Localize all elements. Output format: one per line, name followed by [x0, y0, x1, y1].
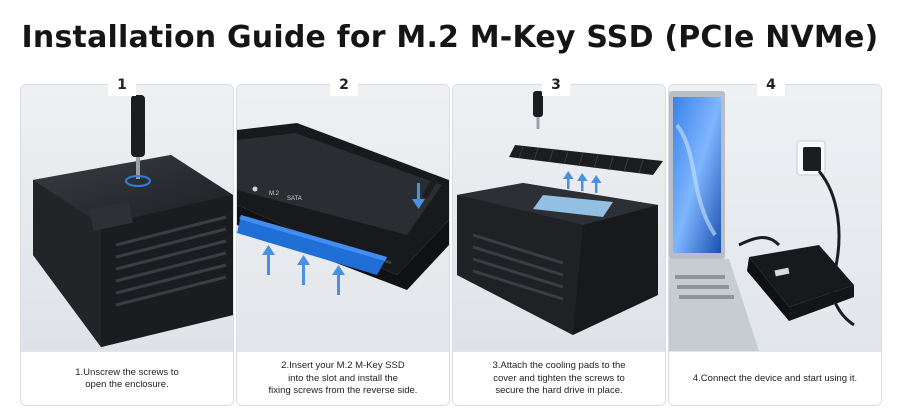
cooling-pad	[533, 195, 613, 217]
page-title: Installation Guide for M.2 M-Key SSD (PC…	[21, 20, 879, 55]
step-number-4: 4	[757, 74, 785, 96]
enclosure	[457, 183, 658, 335]
step-number-2: 2	[330, 74, 358, 96]
enclosure	[747, 245, 854, 321]
slot-label-m2: M.2	[269, 191, 280, 197]
step-card-4: 4.Connect the device and start using it.	[668, 84, 882, 406]
step-caption-3: 3.Attach the cooling pads to the cover a…	[453, 351, 665, 405]
ssd-module	[237, 215, 387, 275]
step-number-1: 1	[108, 74, 136, 96]
step-2-illustration: M.2 SATA	[237, 85, 449, 351]
step-caption-1: 1.Unscrew the screws to open the enclosu…	[21, 351, 233, 405]
screwdriver-icon	[533, 91, 543, 129]
step-caption-4: 4.Connect the device and start using it.	[669, 351, 881, 405]
screwdriver-icon	[131, 95, 145, 179]
insert-arrow-icon	[262, 183, 425, 295]
laptop	[669, 91, 759, 351]
step-4-illustration	[669, 85, 881, 351]
attach-arrow-icon	[563, 171, 602, 193]
step-1-illustration	[21, 85, 233, 351]
usb-cable	[738, 236, 781, 247]
step-number-3: 3	[542, 74, 570, 96]
heatsink-cover	[509, 145, 663, 175]
enclosure	[33, 155, 233, 347]
step-card-3: 3.Attach the cooling pads to the cover a…	[452, 84, 666, 406]
step-card-1: 1.Unscrew the screws to open the enclosu…	[20, 84, 234, 406]
screw-highlight-icon	[125, 175, 151, 187]
step-3-illustration	[453, 85, 665, 351]
power-adapter-icon	[796, 140, 826, 176]
step-card-2: M.2 SATA 2.Insert your M.2 M-Key SSD int…	[236, 84, 450, 406]
step-caption-2: 2.Insert your M.2 M-Key SSD into the slo…	[237, 351, 449, 405]
slot-label-sata: SATA	[287, 196, 302, 202]
